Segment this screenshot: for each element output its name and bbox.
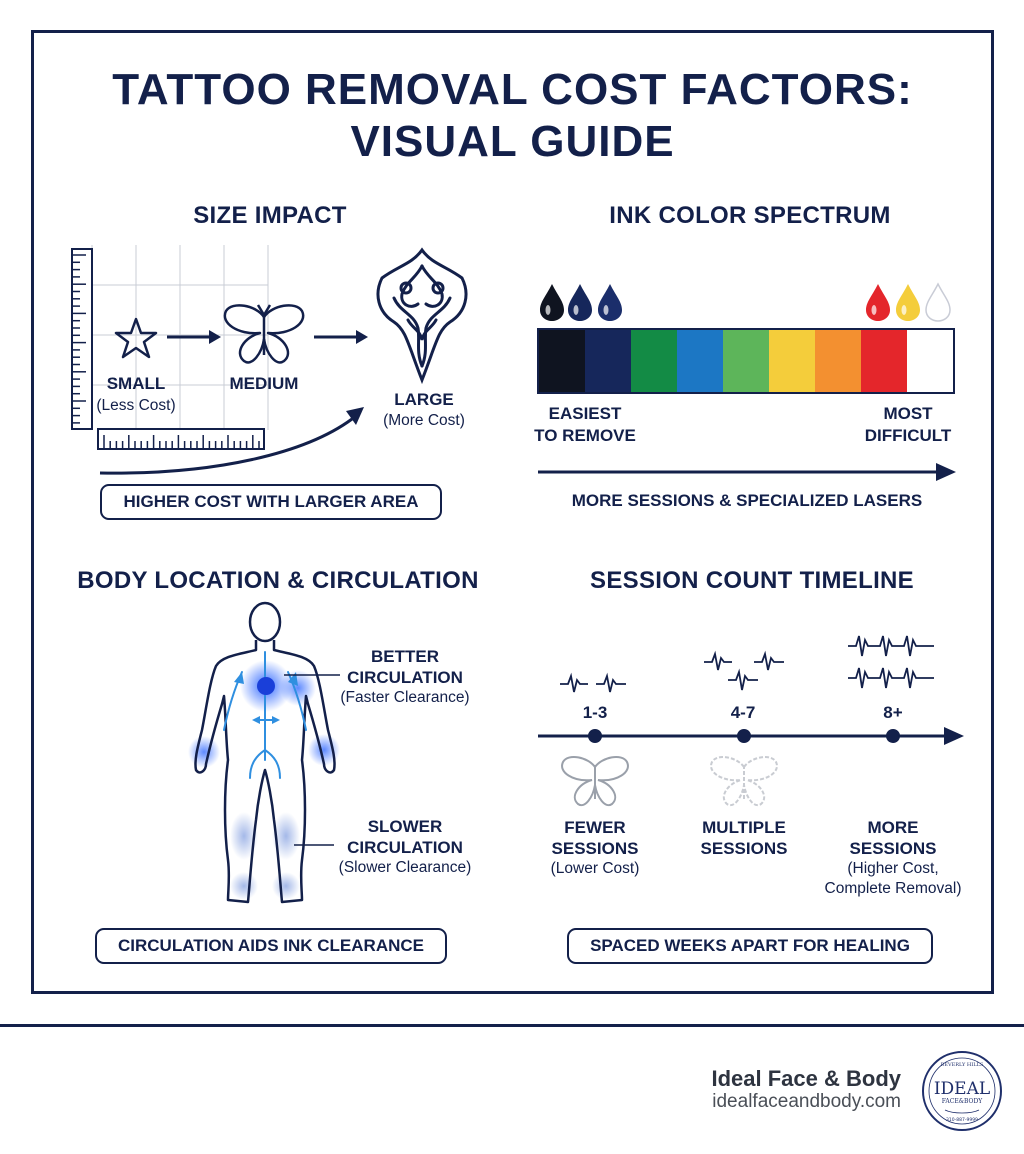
easiest-label-line1: EASIEST [548, 404, 622, 423]
better-circulation-pointer [284, 674, 340, 676]
size-large-label: LARGE [394, 390, 454, 409]
ink-swatch [814, 330, 861, 392]
difficulty-arrow [538, 463, 956, 481]
session-3-line1: MORE [867, 818, 919, 837]
session-3-line2: SESSIONS [849, 839, 937, 858]
session-range-2: 4-7 [730, 703, 756, 722]
ink-swatch [769, 330, 815, 392]
svg-text:BEVERLY HILLS: BEVERLY HILLS [941, 1062, 984, 1068]
ink-drops-dark [540, 284, 622, 321]
footer-divider [0, 1024, 1024, 1027]
brand-name: Ideal Face & Body [711, 1066, 901, 1091]
body-location-heading: BODY LOCATION & CIRCULATION [77, 567, 479, 594]
slower-circulation-line1: SLOWER [367, 817, 443, 836]
butterfly-faint-icon [561, 755, 629, 807]
star-icon [114, 317, 158, 359]
size-grid-illustration [71, 245, 269, 450]
ink-swatch [907, 330, 953, 392]
session-range-1: 1-3 [582, 703, 608, 722]
ink-swatch [539, 330, 585, 392]
size-large-sublabel: (More Cost) [383, 412, 465, 429]
size-small-sublabel: (Less Cost) [96, 397, 176, 414]
infographic-frame [31, 30, 994, 994]
ink-color-spectrum-bar [537, 328, 955, 394]
size-medium-label: MEDIUM [229, 374, 299, 393]
better-circulation-sub: (Faster Clearance) [340, 689, 470, 706]
ink-color-heading: INK COLOR SPECTRUM [609, 202, 891, 229]
sessions-footer: SPACED WEEKS APART FOR HEALING [567, 928, 933, 964]
session-1-line1: FEWER [564, 818, 626, 837]
difficult-label-line2: DIFFICULT [864, 426, 952, 445]
slower-circulation-pointer [294, 844, 334, 846]
size-impact-heading: SIZE IMPACT [193, 202, 347, 229]
session-timeline-axis [538, 727, 964, 745]
session-1-sub: (Lower Cost) [550, 860, 640, 877]
page-title-line1: TATTOO REMOVAL COST FACTORS: [112, 65, 913, 114]
svg-text:FACE&BODY: FACE&BODY [942, 1098, 984, 1105]
svg-text:IDEAL: IDEAL [934, 1079, 990, 1099]
butterfly-icon [223, 304, 305, 364]
ink-swatch [723, 330, 769, 392]
better-circulation-line1: BETTER [371, 647, 439, 666]
arrow-small-to-medium-icon [167, 330, 221, 344]
butterfly-fading-icon [710, 755, 778, 807]
pulse-waves-4-7 [704, 650, 784, 691]
difficult-label-line1: MOST [883, 404, 933, 423]
session-3-sub1: (Higher Cost, [847, 860, 939, 877]
easiest-label-line2: TO REMOVE [534, 426, 636, 445]
session-3-sub2: Complete Removal) [824, 880, 962, 897]
growth-curve-arrow [99, 407, 364, 475]
session-1-line2: SESSIONS [551, 839, 639, 858]
pulse-waves-1-3 [560, 672, 626, 693]
svg-text:310-887-9999: 310-887-9999 [946, 1117, 978, 1123]
ink-color-footer: MORE SESSIONS & SPECIALIZED LASERS [571, 491, 923, 510]
slower-circulation-sub: (Slower Clearance) [338, 859, 472, 876]
arrow-medium-to-large-icon [314, 330, 368, 344]
ink-swatch [676, 330, 723, 392]
body-location-footer: CIRCULATION AIDS INK CLEARANCE [95, 928, 447, 964]
tribal-tattoo-icon [376, 247, 468, 385]
ideal-face-body-logo: BEVERLY HILLS IDEAL FACE&BODY 310-887-99… [922, 1051, 1002, 1131]
page-title-line2: VISUAL GUIDE [350, 117, 675, 166]
size-impact-footer: HIGHER COST WITH LARGER AREA [100, 484, 442, 520]
better-circulation-line2: CIRCULATION [347, 668, 463, 687]
ink-swatch [631, 330, 677, 392]
ink-swatch [861, 330, 907, 392]
session-range-3: 8+ [883, 703, 903, 722]
pulse-waves-8-plus [848, 635, 934, 689]
size-small-label: SMALL [106, 374, 166, 393]
session-2-line2: SESSIONS [700, 839, 788, 858]
brand-url[interactable]: idealfaceandbody.com [712, 1091, 901, 1112]
slower-circulation-line2: CIRCULATION [347, 838, 463, 857]
session-2-line1: MULTIPLE [702, 818, 786, 837]
ink-drops-bright [866, 282, 951, 322]
session-count-heading: SESSION COUNT TIMELINE [590, 567, 914, 594]
ink-swatch [585, 330, 631, 392]
